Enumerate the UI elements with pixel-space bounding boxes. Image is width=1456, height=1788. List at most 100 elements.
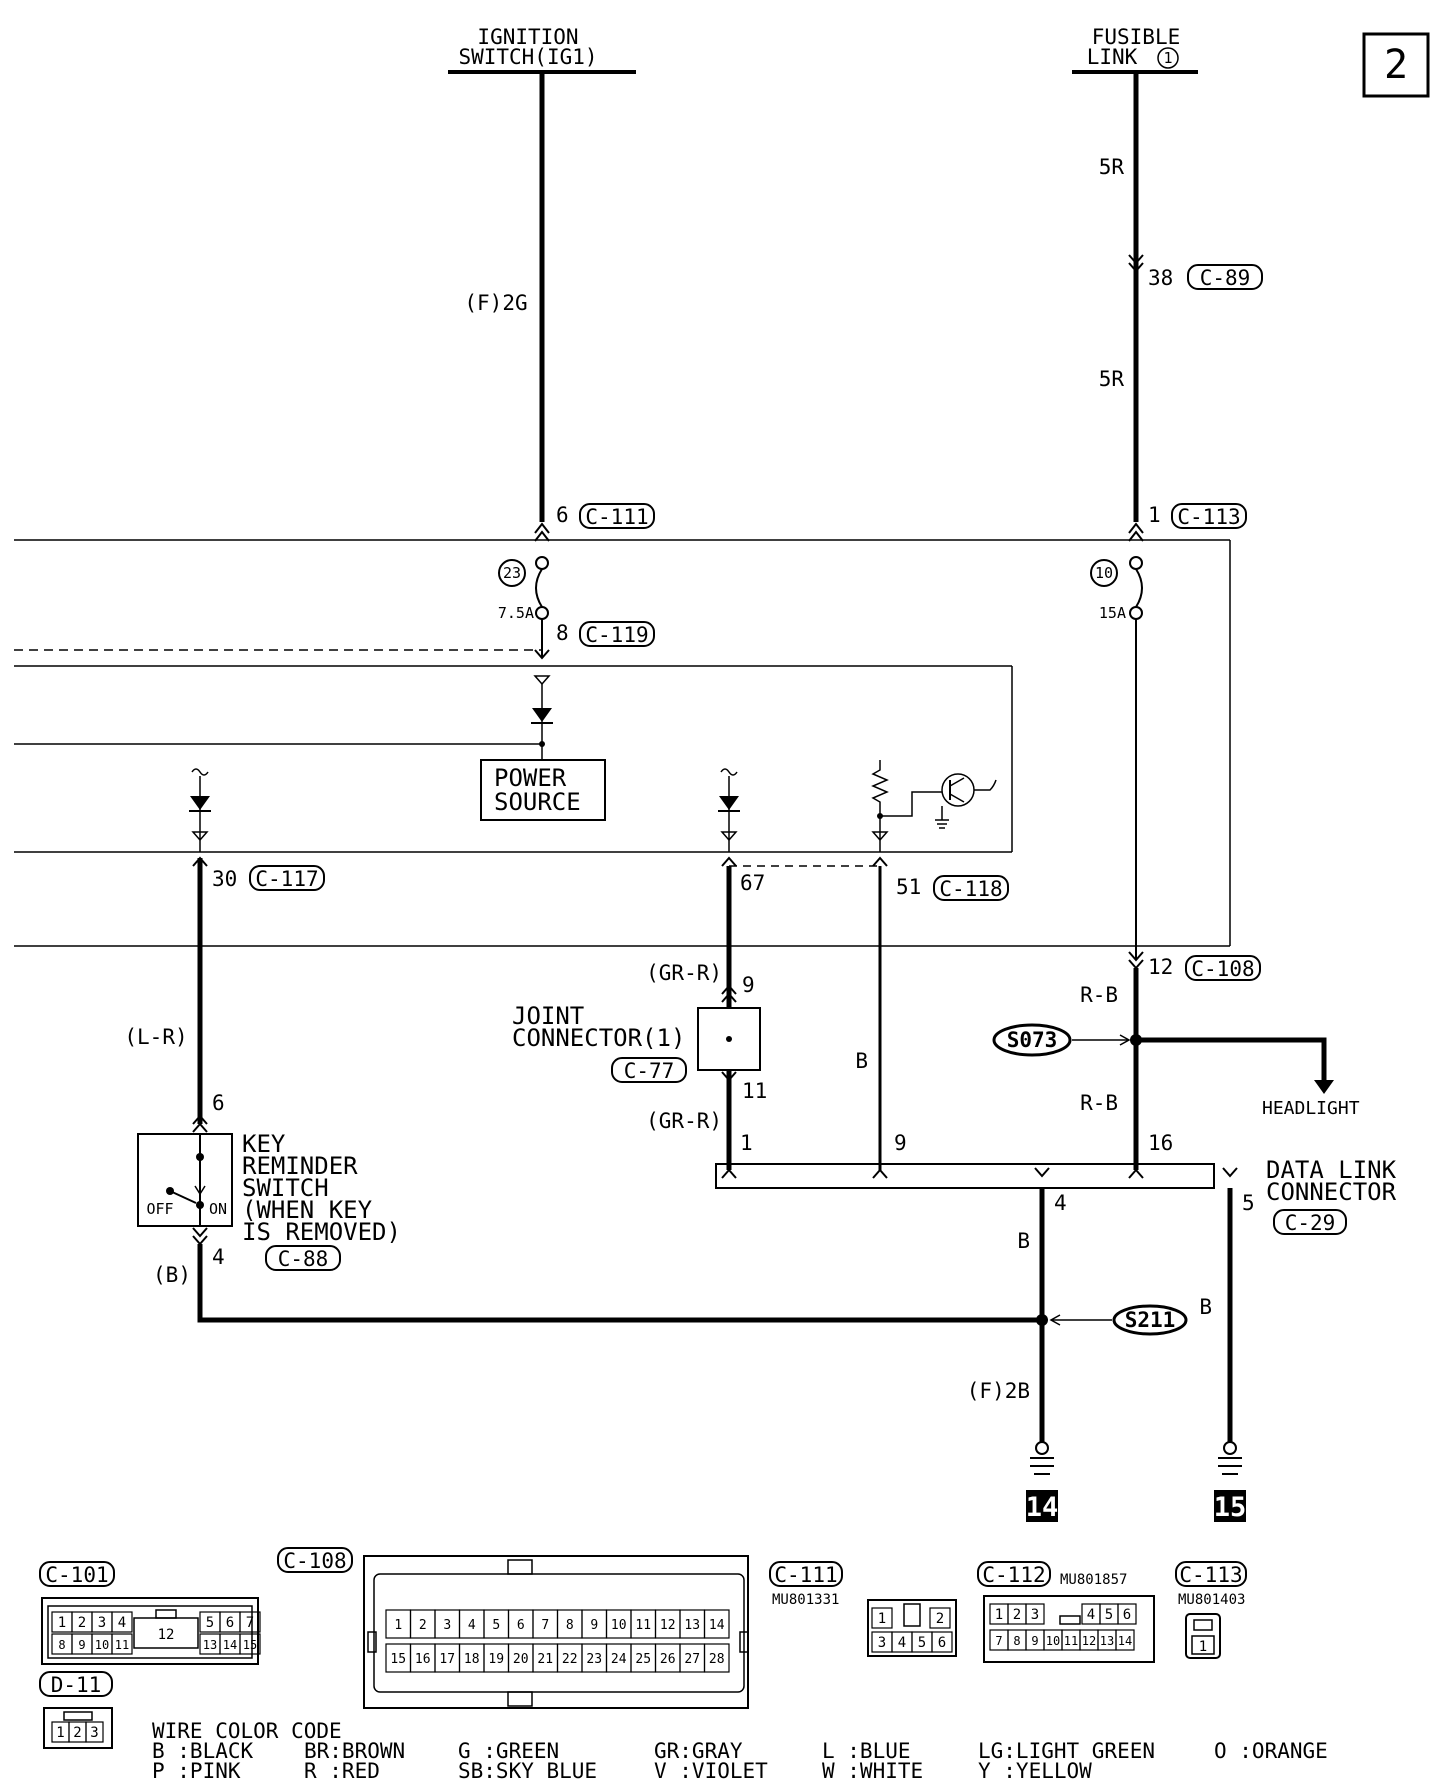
pin-51-connector-symbol: [872, 856, 888, 867]
pin-51-transistor-link: [880, 791, 942, 817]
page-number: 2: [1384, 42, 1408, 88]
connector-pin-number: 5: [918, 1635, 926, 1651]
key-switch-off-label: OFF: [146, 1200, 173, 1218]
connector-pin-number: 11: [635, 1618, 651, 1633]
wire-color-code-entry: G :GREEN: [458, 1739, 559, 1763]
pin-12: 12: [1148, 955, 1173, 979]
c113-view-pin-1: 1: [1199, 1639, 1207, 1655]
key-switch-top-dot: [196, 1153, 204, 1161]
fuse-23-number: 23: [503, 564, 521, 582]
c113-view-part: MU801403: [1178, 1592, 1245, 1608]
wire-label-gr-r-1: (GR-R): [646, 961, 722, 985]
fuse-23-terminal-top: [535, 556, 549, 570]
dlc-pin-4-symbol: [1034, 1167, 1050, 1178]
connector-pin-number: 4: [1087, 1607, 1095, 1623]
connector-pin-number: 6: [226, 1615, 234, 1631]
ground-15-badge: [1214, 1490, 1246, 1522]
power-diode-icon: [532, 708, 552, 722]
fuse-10-element: [1135, 568, 1143, 608]
wire-color-code-entry: BR:BROWN: [304, 1739, 405, 1763]
power-source-label-1: POWER: [494, 764, 567, 792]
connector-pin-number: 4: [118, 1615, 126, 1631]
s073-pointer-head: [1119, 1034, 1131, 1046]
wire-label-5r-top: 5R: [1099, 155, 1125, 179]
pin-5-dlc: 5: [1242, 1191, 1255, 1215]
connector-pin-number: 11: [115, 1638, 129, 1652]
connector-pin-cell: [111, 1633, 133, 1655]
power-input-marker: [533, 675, 551, 686]
connector-pin-number: 14: [223, 1638, 237, 1652]
pin-67-diode-icon: [719, 796, 739, 810]
connector-pin-number: 9: [590, 1618, 598, 1633]
s073-splice-tag: [992, 1023, 1072, 1057]
connector-pin-number: 9: [1031, 1634, 1038, 1648]
pin-11-joint: 11: [742, 1079, 767, 1103]
key-switch-label-4: (WHEN KEY: [242, 1196, 373, 1224]
ground-14-badge: [1026, 1490, 1058, 1522]
connector-pin-number: 6: [1123, 1607, 1131, 1623]
transistor-output: [974, 779, 997, 791]
joint-top-connector: [721, 984, 737, 1003]
s211-splice-dot: [1036, 1314, 1048, 1326]
connector-pin-number: 2: [73, 1725, 81, 1741]
connector-pin-number: 24: [611, 1652, 627, 1667]
fuse-10-number-circle: [1090, 559, 1118, 587]
c118-tag: [933, 875, 1009, 901]
ignition-switch-label-1: IGNITION: [477, 25, 578, 49]
connector-pin-number: 13: [203, 1638, 217, 1652]
pin-51-marker: [871, 831, 889, 842]
wire-label-b-5: B: [1199, 1295, 1212, 1319]
ground-15-icon: [1218, 1457, 1242, 1475]
connector-pin-cell: [703, 1643, 730, 1673]
connector-pin-number: 25: [635, 1652, 651, 1667]
c112-view-housing: [983, 1595, 1155, 1663]
connector-pin-number: 9: [78, 1638, 85, 1652]
connector-pin-number: 14: [709, 1618, 725, 1633]
connector-pin-number: 2: [419, 1618, 427, 1633]
connector-pin-number: 6: [938, 1635, 946, 1651]
data-link-connector-box: [715, 1163, 1215, 1189]
pin-8-c119: 8: [556, 621, 569, 645]
d11-housing: [43, 1707, 113, 1749]
connector-pin-number: 2: [936, 1611, 944, 1627]
connector-pin-number: 13: [1100, 1634, 1114, 1648]
connector-pin-cell: [239, 1611, 261, 1633]
connector-pin-number: 12: [1082, 1634, 1096, 1648]
connector-pin-number: 21: [537, 1652, 553, 1667]
connector-pin-cell: [111, 1611, 133, 1633]
fuse-10-number: 10: [1095, 564, 1113, 582]
s073-label: S073: [1007, 1028, 1058, 1052]
wire-color-code-entry: SB:SKY BLUE: [458, 1759, 597, 1783]
c77-label: C-77: [624, 1059, 675, 1083]
connector-pin-number: 5: [492, 1618, 500, 1633]
c111-label: C-111: [585, 505, 648, 529]
key-switch-label-2: REMINDER: [242, 1152, 358, 1180]
pin-38: 38: [1148, 266, 1173, 290]
connector-pin-number: 8: [1013, 1634, 1020, 1648]
pin-9-dlc: 9: [894, 1131, 907, 1155]
c89-label: C-89: [1200, 266, 1251, 290]
key-switch-bottom-connector: [192, 1227, 208, 1246]
connector-pin-cell: [1025, 1603, 1045, 1625]
d11-latch: [63, 1711, 93, 1721]
c119-label: C-119: [585, 623, 648, 647]
fusible-link-number: 1: [1163, 49, 1172, 67]
pin-67-marker: [720, 831, 738, 842]
key-switch-lever: [169, 1190, 197, 1204]
key-reminder-switch-box: [137, 1133, 233, 1227]
ground-14-icon: [1030, 1457, 1054, 1475]
connector-pin-number: 28: [709, 1652, 725, 1667]
connector-pin-number: 10: [1046, 1634, 1060, 1648]
c113-view-pin-cell: [1191, 1635, 1215, 1655]
connector-pin-number: 3: [98, 1615, 106, 1631]
ground-14-label: 14: [1026, 1492, 1059, 1523]
ground-15-label: 15: [1214, 1492, 1247, 1523]
c101-housing: [41, 1597, 259, 1665]
c108-view-key-left: [367, 1631, 377, 1653]
c89-connector-symbol: [1128, 254, 1144, 273]
connector-pin-number: 1: [995, 1607, 1003, 1623]
